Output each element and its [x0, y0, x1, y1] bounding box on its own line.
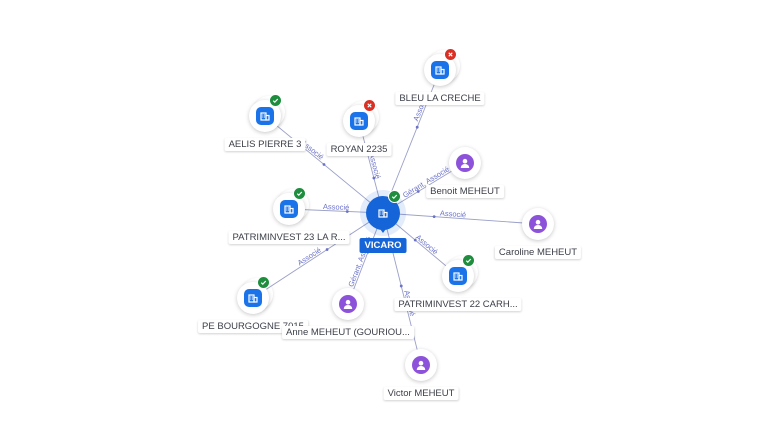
edge-label: Associé: [440, 209, 467, 220]
edge-caroline: Associé: [382, 209, 539, 225]
building-icon: [374, 204, 392, 222]
edge-label: Associé: [414, 233, 440, 257]
edge-arrow: [325, 248, 329, 251]
company-node-icon[interactable]: [424, 48, 460, 86]
company-node-icon[interactable]: [343, 99, 379, 137]
edge-arrow: [415, 125, 419, 129]
edge-line: [382, 212, 422, 366]
edge-arrow: [399, 284, 403, 288]
person-node-icon[interactable]: [449, 147, 481, 179]
building-icon: [431, 61, 449, 79]
check-badge-icon: [462, 254, 475, 267]
building-icon: [350, 112, 368, 130]
edge-arrow: [345, 210, 349, 213]
building-icon: [244, 289, 262, 307]
edge-victor: Associé: [382, 212, 422, 366]
company-node-icon[interactable]: [237, 276, 273, 314]
node-label[interactable]: ROYAN 2235: [326, 143, 392, 156]
edge-arrow: [432, 215, 436, 219]
cross-badge-icon: [363, 99, 376, 112]
pin-pointer-icon: [378, 226, 388, 233]
check-badge-icon: [388, 190, 401, 203]
check-badge-icon: [293, 187, 306, 200]
node-label[interactable]: PE BOURGOGNE 7015: [198, 320, 308, 333]
cross-badge-icon: [444, 48, 457, 61]
edge-arrow: [322, 163, 326, 166]
edge-label: Associé: [296, 245, 323, 267]
edge-line: [382, 212, 539, 225]
building-icon: [449, 267, 467, 285]
person-avatar-icon: [456, 154, 474, 172]
person-avatar-icon: [412, 356, 430, 374]
node-label[interactable]: Anne MEHEUT (GOURIOU...: [282, 326, 414, 339]
node-label[interactable]: Victor MEHEUT: [383, 387, 459, 400]
check-badge-icon: [257, 276, 270, 289]
node-label[interactable]: AELIS PIERRE 3: [224, 138, 306, 151]
edge-label: Associé: [323, 202, 350, 212]
company-node-icon[interactable]: [442, 254, 478, 292]
edge-arrow: [413, 238, 417, 242]
edge-label: Associé: [367, 152, 382, 180]
node-label[interactable]: BLEU LA CRECHE: [395, 92, 485, 105]
check-badge-icon: [269, 94, 282, 107]
person-node-icon[interactable]: [405, 349, 437, 381]
center-node-label[interactable]: VICARO: [359, 238, 407, 253]
building-icon: [280, 200, 298, 218]
node-label[interactable]: PATRIMINVEST 23 LA R...: [228, 231, 350, 244]
node-label[interactable]: Caroline MEHEUT: [494, 246, 582, 259]
person-avatar-icon: [529, 215, 547, 233]
person-node-icon[interactable]: [332, 288, 364, 320]
edge-line: [252, 212, 384, 299]
company-node-icon[interactable]: [249, 94, 285, 132]
edge-arrow: [416, 190, 420, 193]
building-icon: [256, 107, 274, 125]
edge-arrow: [372, 176, 376, 180]
person-avatar-icon: [339, 295, 357, 313]
node-label[interactable]: Benoit MEHEUT: [426, 185, 504, 198]
node-label[interactable]: PATRIMINVEST 22 CARH...: [394, 298, 522, 311]
company-node-icon[interactable]: [273, 187, 309, 225]
company-node-icon[interactable]: [366, 190, 401, 230]
person-node-icon[interactable]: [522, 208, 554, 240]
